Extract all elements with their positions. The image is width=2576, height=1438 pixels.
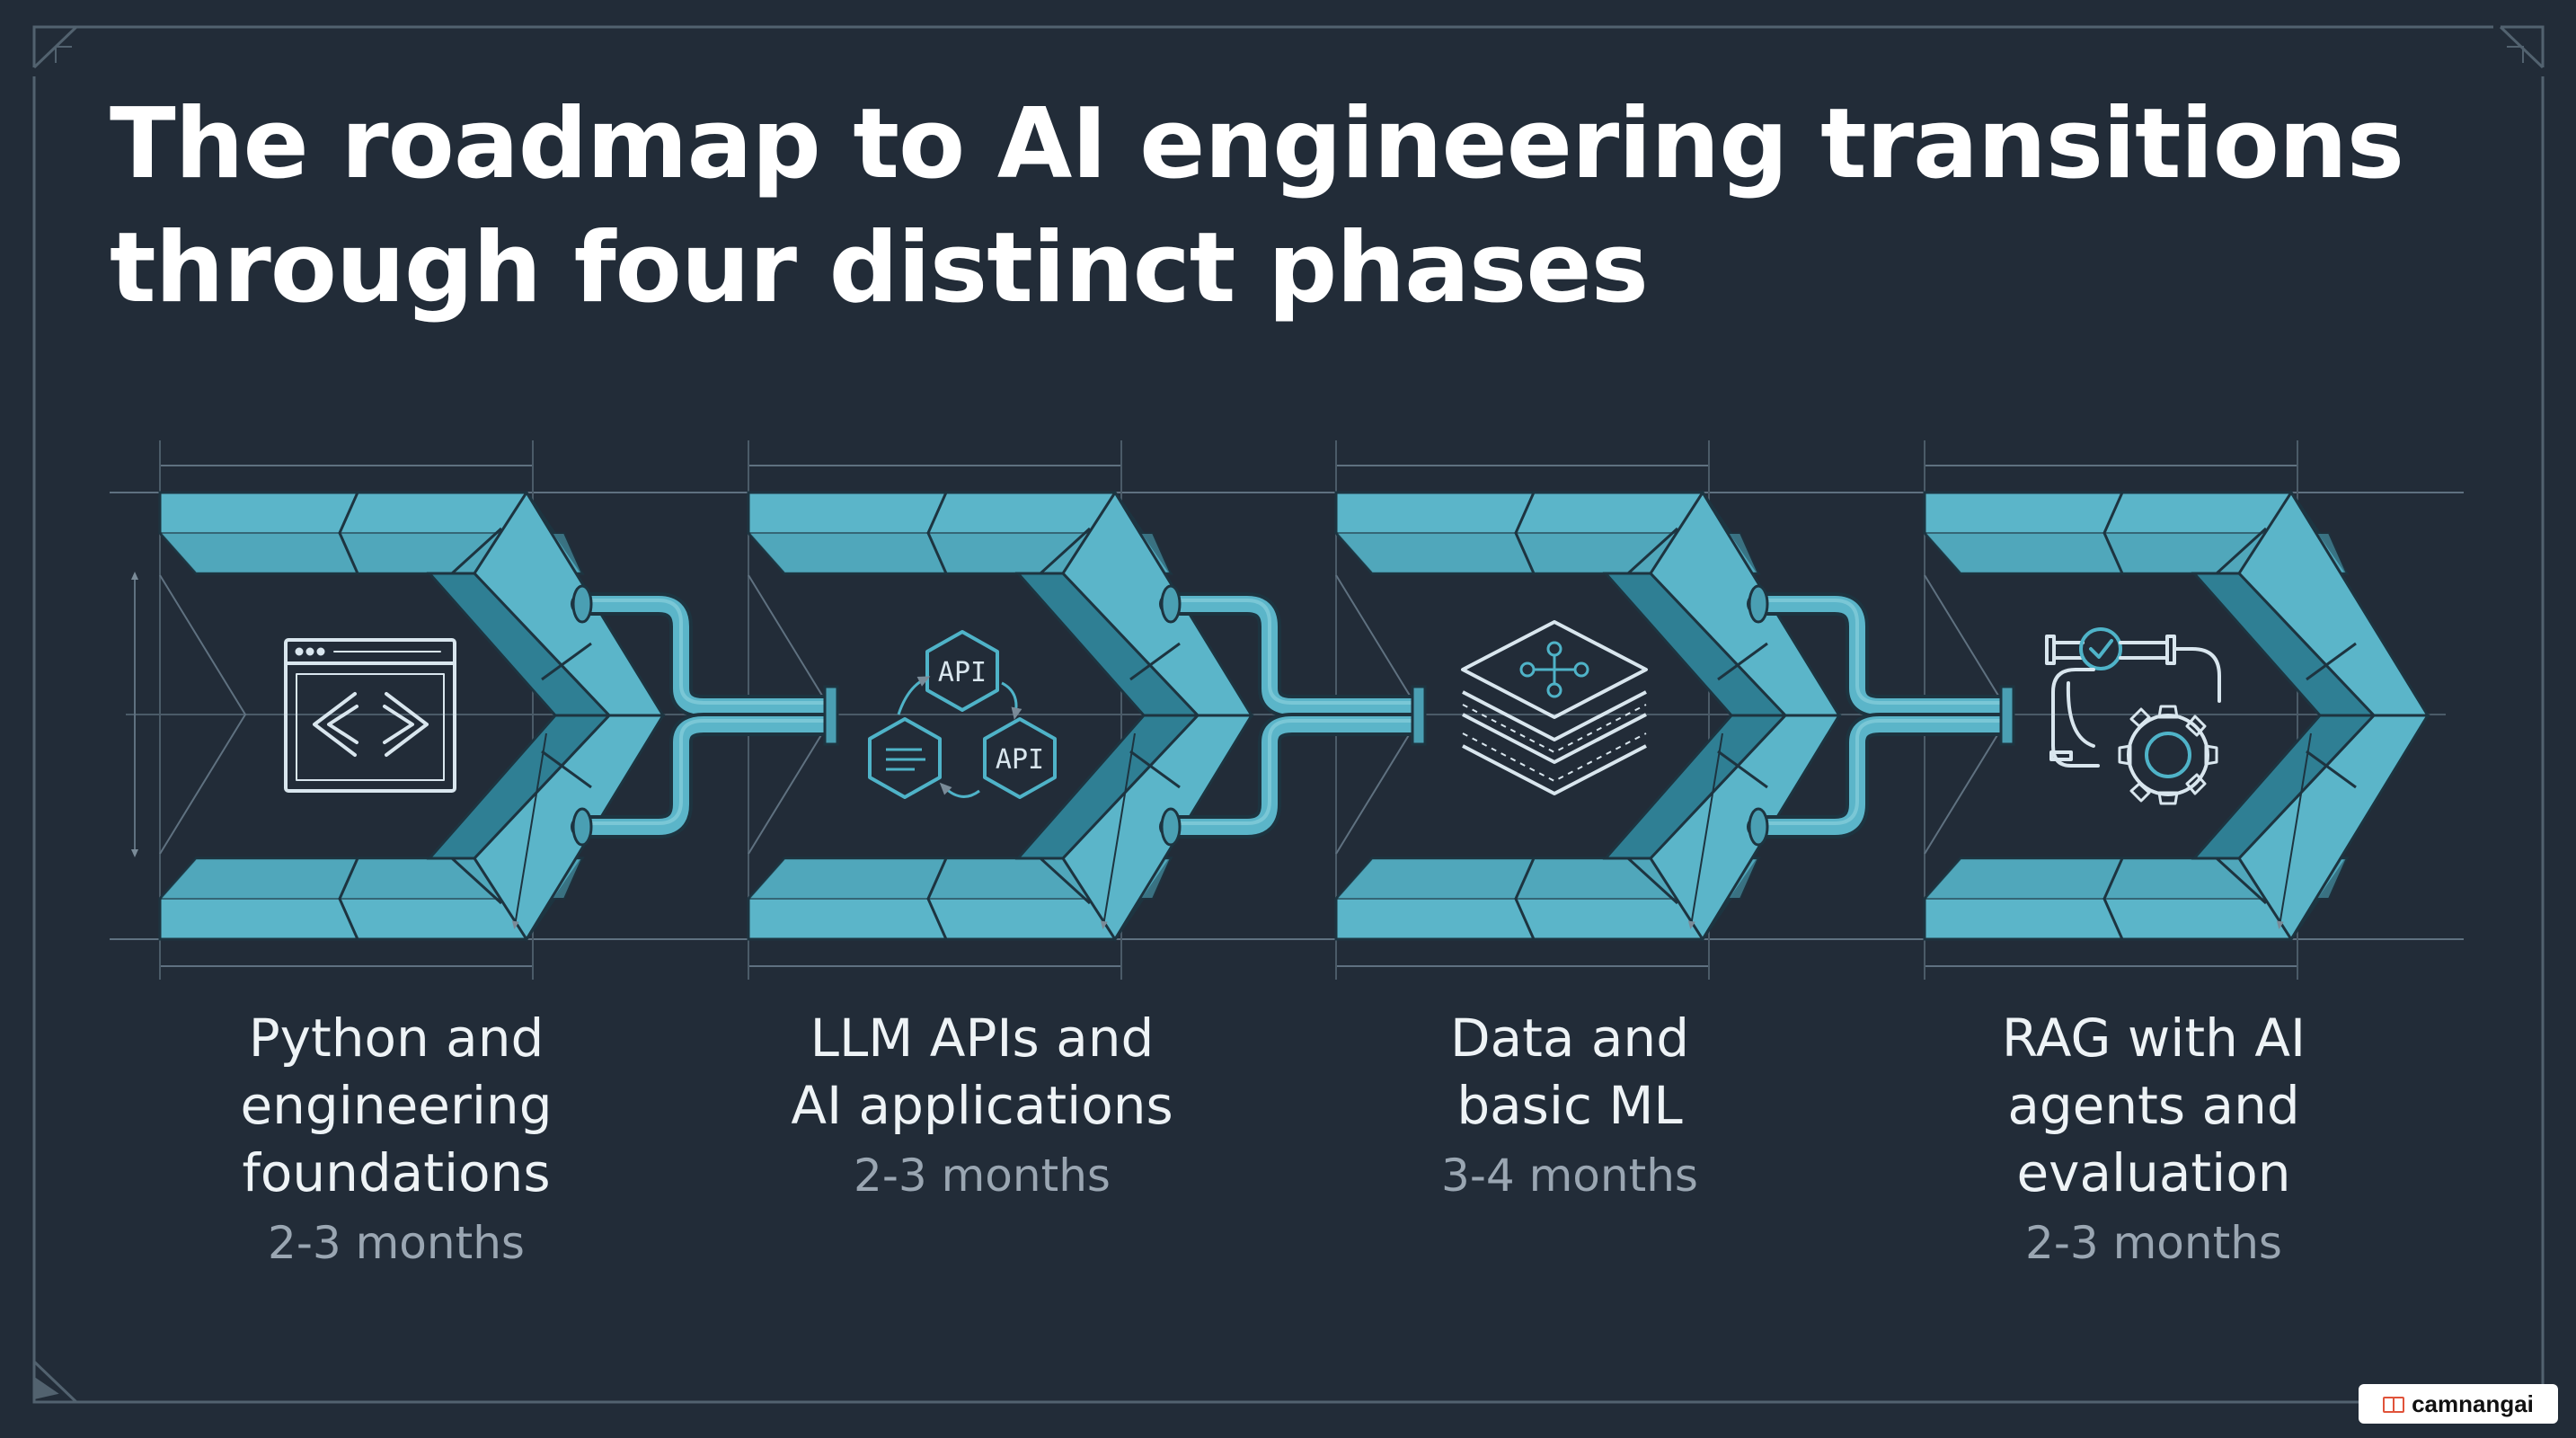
phase-1-label-line-3: foundations xyxy=(242,1142,551,1203)
watermark-badge: camnangai xyxy=(2359,1384,2558,1424)
book-icon xyxy=(2383,1397,2405,1413)
phase-chevron-2 xyxy=(746,440,1254,980)
phase-4-label: RAG with AI agents and evaluation xyxy=(1902,1005,2405,1207)
phase-2-label-line-2: AI applications xyxy=(791,1075,1173,1136)
phase-chevron-3 xyxy=(1333,440,1842,980)
phase-3-caption: Data and basic ML 3-4 months xyxy=(1318,1005,1821,1203)
phase-3-label-line-2: basic ML xyxy=(1456,1075,1683,1136)
phase-2-label-line-1: LLM APIs and xyxy=(810,1007,1155,1069)
title-line-2: through four distinct phases xyxy=(110,212,1649,324)
phase-chevron-1 xyxy=(157,440,666,980)
phase-2-label: LLM APIs and AI applications xyxy=(730,1005,1234,1140)
phase-1-label-line-1: Python and xyxy=(248,1007,544,1069)
api-hex-label-right: API xyxy=(996,744,1044,776)
pipe-connector-1 xyxy=(571,584,839,847)
pipe-connector-2 xyxy=(1159,584,1427,847)
pipeline-gear-icon xyxy=(2045,627,2221,805)
phase-4-label-line-1: RAG with AI xyxy=(2001,1007,2306,1069)
pipe-connector-3 xyxy=(1747,584,2015,847)
phase-1-caption: Python and engineering foundations 2-3 m… xyxy=(145,1005,648,1270)
phase-4-label-line-2: agents and xyxy=(2007,1075,2300,1136)
code-window-icon xyxy=(284,638,456,793)
phase-3-duration: 3-4 months xyxy=(1441,1150,1698,1202)
phase-4-caption: RAG with AI agents and evaluation 2-3 mo… xyxy=(1902,1005,2405,1270)
phase-4-duration: 2-3 months xyxy=(2025,1217,2282,1269)
phase-4-label-line-3: evaluation xyxy=(2016,1142,2291,1203)
watermark-text: camnangai xyxy=(2412,1389,2534,1417)
phase-1-label: Python and engineering foundations xyxy=(145,1005,648,1207)
title-line-1: The roadmap to AI engineering transition… xyxy=(110,88,2404,200)
phase-2-caption: LLM APIs and AI applications 2-3 months xyxy=(730,1005,1234,1203)
phase-3-label: Data and basic ML xyxy=(1318,1005,1821,1140)
api-hex-label-top: API xyxy=(938,657,987,688)
page-title: The roadmap to AI engineering transition… xyxy=(110,83,2404,331)
phase-chevrons xyxy=(157,440,2430,980)
phase-1-label-line-2: engineering xyxy=(240,1075,553,1136)
api-hexagons-icon xyxy=(868,630,1057,799)
phase-3-label-line-1: Data and xyxy=(1449,1007,1690,1069)
phase-chevron-4 xyxy=(1922,440,2430,980)
pipe-connectors xyxy=(571,584,2015,847)
phase-2-duration: 2-3 months xyxy=(854,1150,1111,1202)
data-layers-icon xyxy=(1461,620,1648,795)
blueprint-frame xyxy=(32,25,2545,1404)
phase-1-duration: 2-3 months xyxy=(268,1217,525,1269)
